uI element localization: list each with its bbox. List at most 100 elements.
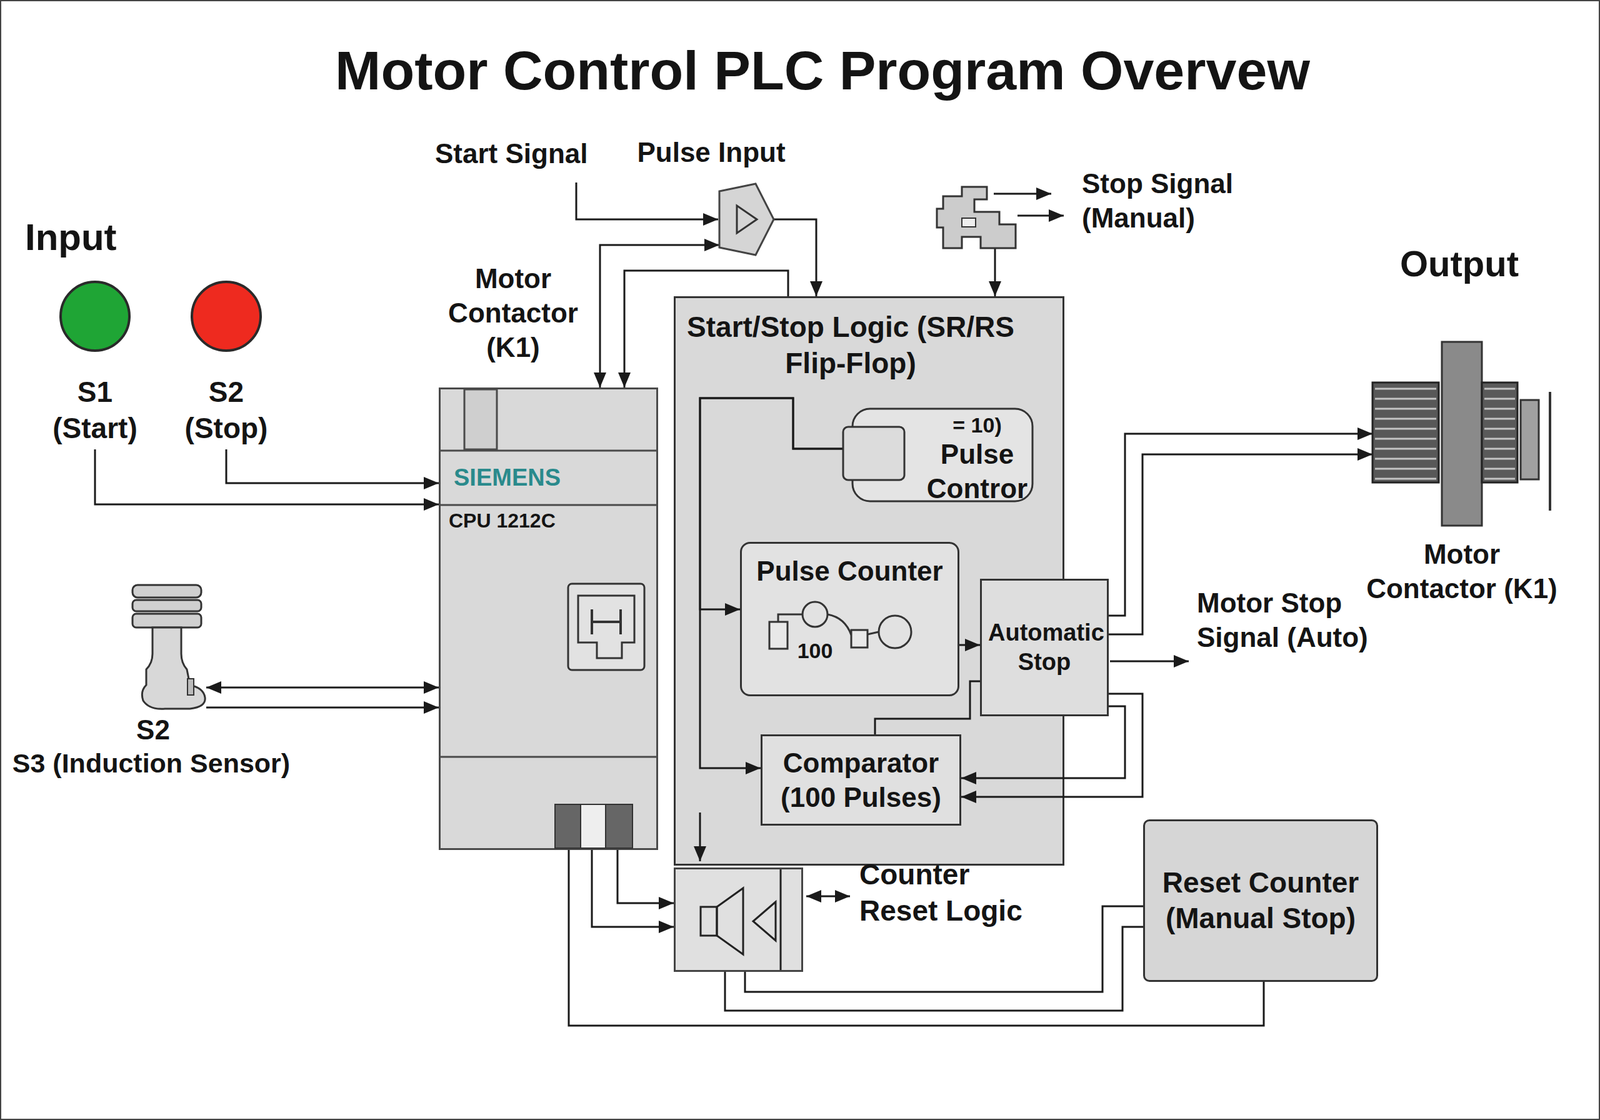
node-label: SIEMENS <box>453 463 561 494</box>
stop-switch-symbol <box>936 183 1016 249</box>
drawing-part <box>780 869 782 970</box>
signal-arrow <box>993 193 1052 195</box>
signal-arrow <box>699 812 702 862</box>
drawing-part <box>1484 418 1515 420</box>
stop-switch: Stop Signal (Manual) <box>936 183 1016 249</box>
node-label: Automatic Stop <box>988 618 1101 678</box>
stop-button: S2 (Stop) <box>168 280 284 450</box>
node-label: Motor Contactor (K1) <box>1358 536 1565 606</box>
reset-logic-block: Counter Reset Logic <box>673 867 804 972</box>
node-label: 100 <box>796 637 834 665</box>
pulse-amplifier: Pulse Input <box>719 183 774 255</box>
drawing-part <box>769 621 788 649</box>
connector <box>591 850 674 927</box>
node-label: = 10) <box>925 411 1029 439</box>
drawing-part <box>851 630 868 648</box>
drawing-part <box>716 888 744 955</box>
drawing-part <box>1484 448 1515 450</box>
node-label: S1 (Start) <box>37 374 153 447</box>
drawing-part <box>132 585 202 598</box>
node-label: Pulse Contror <box>925 436 1029 506</box>
signal-arrow <box>1017 215 1064 217</box>
drawing-part <box>867 631 879 635</box>
plc-cpu-symbol <box>440 389 657 849</box>
signal-arrow <box>1110 660 1189 663</box>
drawing-part <box>440 504 657 507</box>
drawing-part <box>1375 408 1437 410</box>
text-label: Output <box>1396 241 1522 287</box>
leader-line <box>576 182 719 220</box>
connector <box>994 248 997 297</box>
drawing-part <box>1484 398 1515 400</box>
diagram-title: Motor Control PLC Program Overvew <box>197 36 1448 105</box>
auto-stop-box: Automatic Stop <box>980 578 1109 717</box>
drawing-part <box>1484 468 1515 470</box>
induction-sensor: S2S3 (Induction Sensor) <box>127 585 207 719</box>
drawing-part <box>1372 382 1439 483</box>
start-button: S1 (Start) <box>37 280 153 450</box>
drawing-part <box>1375 428 1437 430</box>
drawing-part <box>60 281 130 351</box>
drawing-part <box>1375 388 1437 390</box>
connector <box>95 449 439 505</box>
node-label: Reset Counter (Manual Stop) <box>1151 865 1370 937</box>
connector <box>206 686 439 689</box>
node-label: S3 (Induction Sensor) <box>4 746 299 781</box>
pulse-amplifier-symbol <box>719 183 774 255</box>
drawing-part <box>132 613 202 628</box>
node-label: Pulse Input <box>630 135 793 170</box>
induction-sensor-symbol <box>127 585 207 719</box>
plc-cpu: SIEMENSCPU 1212C <box>438 387 659 850</box>
connector <box>961 706 1125 779</box>
drawing-part <box>1481 382 1518 483</box>
drawing-part <box>1484 478 1515 480</box>
drawing-part <box>1375 398 1437 400</box>
connector <box>617 850 674 904</box>
text-label: Input <box>25 213 117 261</box>
node-label: S2 <box>128 712 179 747</box>
drawing-part <box>591 609 621 635</box>
motor-contactor-symbol <box>1372 341 1552 526</box>
drawing-part <box>1520 400 1539 480</box>
drawing-part <box>580 804 606 849</box>
drawing-part <box>1441 341 1482 526</box>
text-label: Start Signal <box>435 136 589 171</box>
drawing-part <box>568 583 645 670</box>
drawing-part <box>191 281 261 351</box>
node-label: S2 (Stop) <box>168 374 284 447</box>
drawing-part <box>1375 418 1437 420</box>
drawing-part <box>1375 468 1437 470</box>
comparator-box: Comparator (100 Pulses) <box>760 734 962 826</box>
drawing-part <box>132 600 202 612</box>
node-label: Pulse Counter <box>741 553 958 589</box>
drawing-part <box>878 615 912 649</box>
pulse-control-box: = 10)Pulse Contror <box>843 408 1034 502</box>
drawing-part <box>1484 428 1515 430</box>
drawing-part <box>440 756 657 759</box>
node-label: Comparator (100 Pulses) <box>768 745 954 815</box>
connector <box>959 644 980 647</box>
drawing-part <box>1484 408 1515 410</box>
connector <box>226 449 439 484</box>
text-label: Motor Contactor (K1) <box>438 261 589 365</box>
drawing-part <box>440 450 657 452</box>
reset-counter-box: Reset Counter (Manual Stop) <box>1143 819 1379 982</box>
motor-contactor: Motor Contactor (K1) <box>1372 341 1552 526</box>
drawing-part <box>802 601 828 627</box>
drawing-part <box>605 804 633 849</box>
connector <box>206 706 439 709</box>
drawing-part <box>1375 448 1437 450</box>
leader-line <box>806 895 850 898</box>
reset-logic-block-symbol <box>675 869 802 970</box>
drawing-part <box>1484 438 1515 440</box>
text-label: Motor Stop Signal (Auto) <box>1196 585 1369 655</box>
drawing-part <box>700 906 717 936</box>
node-label: Stop Signal (Manual) <box>1081 166 1264 235</box>
drawing-part <box>1375 438 1437 440</box>
drawing-part <box>1484 388 1515 390</box>
drawing-part <box>1375 458 1437 460</box>
drawing-part <box>578 595 635 659</box>
drawing-part <box>464 389 497 450</box>
node-label: Start/Stop Logic (SR/RS Flip-Flop) <box>675 309 1026 382</box>
